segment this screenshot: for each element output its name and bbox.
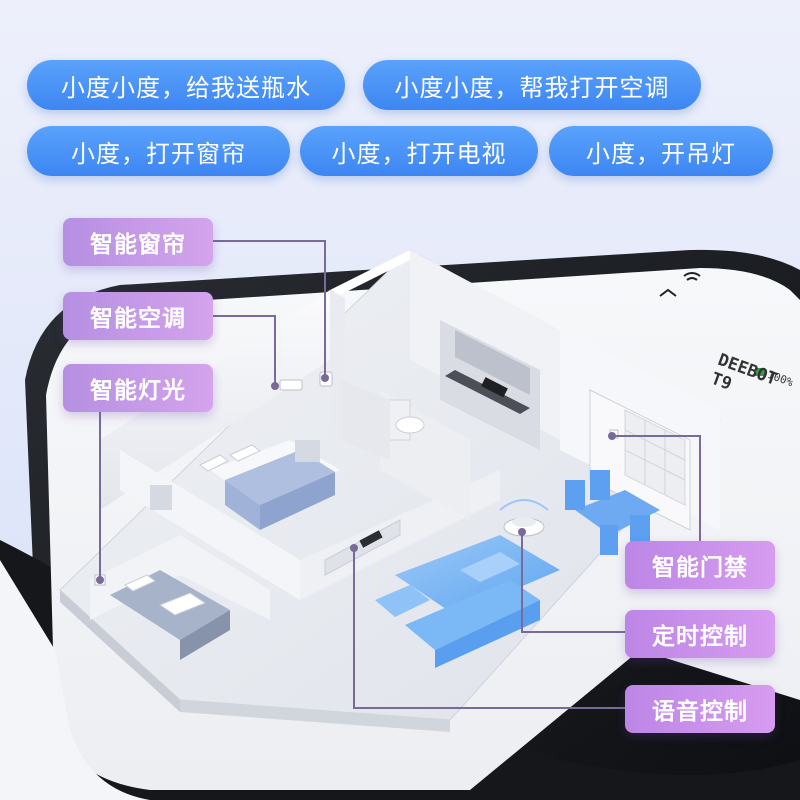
voice-command-ceiling-light: 小度，开吊灯 xyxy=(549,126,773,176)
feature-voice-control: 语音控制 xyxy=(625,685,775,733)
feature-smart-curtain: 智能窗帘 xyxy=(63,218,213,266)
leader-dots xyxy=(96,374,616,584)
house-model xyxy=(59,249,721,732)
feature-smart-ac: 智能空调 xyxy=(63,292,213,340)
voice-command-tv: 小度，打开电视 xyxy=(300,126,538,176)
feature-smart-access: 智能门禁 xyxy=(625,541,775,589)
voice-command-curtain: 小度，打开窗帘 xyxy=(27,126,290,176)
voice-command-send-water: 小度小度，给我送瓶水 xyxy=(27,60,345,110)
feature-smart-lighting: 智能灯光 xyxy=(63,364,213,412)
feature-timer-control: 定时控制 xyxy=(625,610,775,658)
voice-command-air-conditioner: 小度小度，帮我打开空调 xyxy=(363,60,701,110)
phone-ui xyxy=(659,272,765,376)
